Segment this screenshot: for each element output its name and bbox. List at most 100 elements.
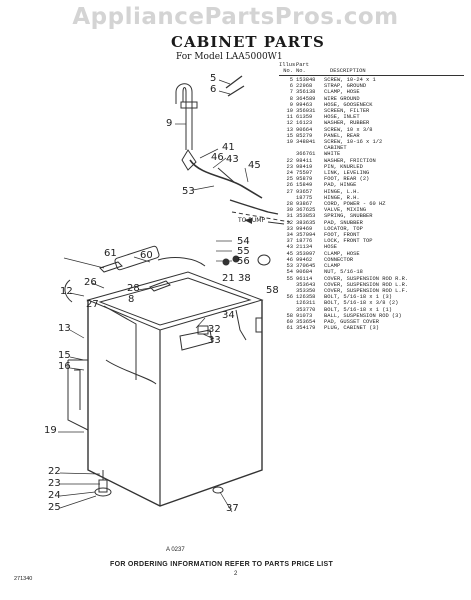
illus-number: 55 (286, 275, 293, 282)
part-number: 383635 (296, 219, 316, 226)
part-description: COVER, SUSPENSION ROD L.F. (324, 287, 409, 294)
callout-9: 9 (166, 118, 173, 129)
illus-number: 10 (286, 108, 293, 115)
illus-number: 9 (289, 101, 293, 108)
illus-number: 5 (289, 77, 293, 83)
part-description: STRAP, GROUND (324, 83, 367, 90)
callout-43: 43 (226, 154, 239, 165)
part-number: 21134 (296, 244, 313, 251)
callout-37: 37 (226, 503, 239, 514)
callout-23: 23 (48, 478, 61, 489)
callout-32: 32 (208, 324, 221, 335)
header-illus: Illus. (279, 62, 299, 68)
callout-34: 34 (222, 310, 235, 321)
part-description: SCREW, 10-16 x 1/2 (324, 139, 383, 146)
table-row: CABINET (279, 145, 464, 151)
illus-number: 60 (286, 318, 293, 325)
callout-27: 27 (86, 299, 99, 310)
part-description: HOSE (324, 244, 337, 251)
part-number: 99469 (296, 225, 313, 232)
illus-number: 58 (286, 312, 293, 319)
part-description: FOOT, FRONT (324, 232, 360, 239)
part-number: 353350 (296, 287, 316, 294)
callout-6: 6 (210, 84, 217, 95)
callout-26: 26 (84, 277, 97, 288)
part-description: CLAMP (324, 263, 341, 270)
part-number: 126311 (296, 300, 316, 307)
illus-number: 12 (286, 120, 293, 127)
part-description: LINK, LEVELING (324, 170, 370, 177)
part-description: SPRING, SNUBBER (324, 213, 373, 220)
illus-number: 45 (286, 250, 293, 257)
to-pump-label: TO PUMP (238, 217, 266, 224)
callout-56: 56 (237, 256, 250, 267)
mixing-valve (114, 245, 160, 271)
part-number: 95879 (296, 176, 313, 183)
part-description: HOSE, GOOSENECK (324, 101, 373, 108)
document-number: 271340 (14, 576, 33, 582)
part-number: 22968 (296, 83, 313, 90)
illus-number: 54 (286, 269, 293, 276)
table-header-row-1: Illus. Part (279, 62, 464, 68)
header-description: DESCRIPTION (330, 68, 366, 74)
callout-53: 53 (182, 186, 195, 197)
part-number: 99462 (296, 256, 313, 263)
suspension-rod-ball (257, 254, 271, 266)
illus-number: 56 (286, 294, 293, 301)
part-number: 18775 (296, 194, 313, 201)
part-number: 370645 (296, 263, 316, 270)
part-number: 356031 (296, 108, 316, 115)
callout-15: 15 (58, 350, 71, 361)
illus-number: 24 (286, 170, 293, 177)
table-row: 353350 COVER, SUSPENSION ROD L.F. (279, 288, 464, 294)
part-number: 98411 (296, 157, 313, 164)
part-description: CABINET (324, 145, 347, 152)
part-number: 348841 (296, 139, 316, 146)
table-header-row-2: No. No. DESCRIPTION (279, 68, 464, 74)
part-description: BOLT, 5/16-18 x 3/8 (2) (324, 300, 399, 307)
part-description: WASHER, FRICTION (324, 157, 376, 164)
callout-60: 60 (140, 250, 153, 261)
part-number: 353097 (296, 250, 316, 257)
illus-number: 27 (286, 188, 293, 195)
part-number: 93867 (296, 201, 313, 208)
illus-number: 6 (289, 83, 293, 90)
part-number: 353643 (296, 281, 316, 288)
callout-24: 24 (48, 490, 61, 501)
illus-number: 46 (286, 256, 293, 263)
callout-19: 19 (44, 425, 57, 436)
page-number: 2 (234, 571, 238, 577)
callout-41: 41 (222, 142, 235, 153)
callout-61: 61 (104, 248, 117, 259)
pump-hose (229, 199, 279, 215)
callout-46: 46 (211, 152, 224, 163)
part-description: PAD, GUSSET COVER (324, 318, 379, 325)
illus-number: 15 (286, 132, 293, 139)
cabinet-body (87, 300, 263, 507)
illus-number: 22 (286, 157, 293, 164)
part-description: HOSE, INLET (324, 114, 360, 121)
part-description: LOCATOR, TOP (324, 225, 363, 232)
